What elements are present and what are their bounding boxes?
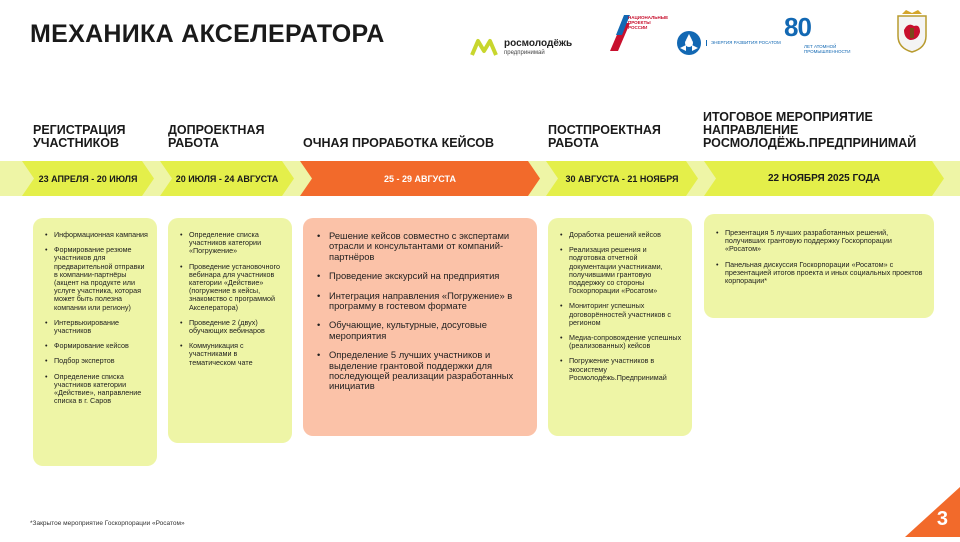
list-item: Формирование кейсов [45,342,149,351]
stage-3-box: Решение кейсов совместно с экспертами от… [303,218,537,436]
list-item: Презентация 5 лучших разработанных решен… [716,228,924,254]
list-item: Информационная кампания [45,230,149,239]
rosatom-energy-label: ЭНЕРГИЯ РАЗВИТИЯ РОСАТОМ [706,40,781,46]
stage-5-box: Презентация 5 лучших разработанных решен… [704,214,934,318]
rosatom-atom-icon [677,31,701,55]
anniversary-logo: 80 ЛЕТ АТОМНОЙ ПРОМЫШЛЕННОСТИ [784,12,851,64]
stage-4-box: Доработка решений кейсов Реализация реше… [548,218,692,436]
national-projects-flag-icon [610,15,630,51]
list-item: Проведение экскурсий на предприятия [317,270,523,282]
list-item: Интеграция направления «Погружение» в пр… [317,290,523,312]
stage-1-list: Информационная кампания Формирование рез… [33,218,157,405]
stage-2-box: Определение списка участников категории … [168,218,292,443]
list-item: Подбор экспертов [45,357,149,366]
page-number: 3 [936,508,948,530]
stage-4-header: ПОСТПРОЕКТНАЯ РАБОТА [548,123,661,150]
national-projects-logo: НАЦИОНАЛЬНЫЕ ПРОЕКТЫ РОССИИ [610,15,669,51]
list-item: Панельная дискуссия Госкорпорации «Росат… [716,260,924,286]
list-item: Погружение участников в экосистему Росмо… [560,357,684,382]
anniversary-caption: ЛЕТ АТОМНОЙ ПРОМЫШЛЕННОСТИ [804,44,851,54]
stage-2-header: ДОПРОЕКТНАЯ РАБОТА [168,123,265,150]
list-item: Проведение установочного вебинара для уч… [180,262,284,312]
stage-1-box: Информационная кампания Формирование рез… [33,218,157,466]
stage-3-header: ОЧНАЯ ПРОРАБОТКА КЕЙСОВ [303,136,495,150]
list-item: Реализация решения и подготовка отчетной… [560,246,684,295]
footnote: *Закрытое мероприятие Госкорпорации «Рос… [30,520,185,527]
stage-5-header: ИТОГОВОЕ МЕРОПРИЯТИЕ НАПРАВЛЕНИЕ РОСМОЛО… [703,110,917,150]
stage-4-list: Доработка решений кейсов Реализация реше… [548,218,692,382]
stage-3-dates: 25 - 29 АВГУСТА [300,161,540,196]
rosatom-energy-logo: ЭНЕРГИЯ РАЗВИТИЯ РОСАТОМ [677,18,781,68]
list-item: Определение 5 лучших участников и выделе… [317,350,523,392]
list-item: Коммуникация с участниками в тематическо… [180,342,284,367]
list-item: Доработка решений кейсов [560,230,684,239]
rosmolodezh-name: росмолодёжь [504,37,573,49]
anniversary-number: 80 [784,12,812,42]
list-item: Определение списка участников категории … [45,372,149,406]
rosmolodezh-logo: росмолодёжь предпринимай [470,22,572,72]
page-number-badge: 3 [905,487,960,537]
rosmolodezh-sub: предпринимай [504,49,545,56]
stage-2-list: Определение списка участников категории … [168,218,292,367]
rosmolodezh-mark-icon [470,37,498,57]
stage-4-dates: 30 АВГУСТА - 21 НОЯБРЯ [546,161,698,196]
partner-logos: росмолодёжь предпринимай НАЦИОНАЛЬНЫЕ ПР… [470,10,950,60]
list-item: Решение кейсов совместно с экспертами от… [317,230,523,262]
list-item: Проведение 2 (двух) обучающих вебинаров [180,318,284,335]
stage-5-dates: 22 НОЯБРЯ 2025 ГОДА [704,161,944,196]
coat-of-arms-icon [890,10,934,54]
list-item: Обучающие, культурные, досуговые меропри… [317,320,523,341]
stage-5-list: Презентация 5 лучших разработанных решен… [704,214,934,285]
list-item: Мониторинг успешных договорённостей учас… [560,302,684,327]
list-item: Формирование резюме участников для предв… [45,246,149,312]
stage-1-header: РЕГИСТРАЦИЯ УЧАСТНИКОВ [33,123,126,150]
stage-1-dates: 23 АПРЕЛЯ - 20 ИЮЛЯ [22,161,154,196]
national-projects-label: НАЦИОНАЛЬНЫЕ ПРОЕКТЫ РОССИИ [628,15,669,30]
page-title: МЕХАНИКА АКСЕЛЕРАТОРА [30,20,385,48]
list-item: Определение списка участников категории … [180,230,284,256]
stage-3-list: Решение кейсов совместно с экспертами от… [303,218,537,392]
list-item: Интервьюирование участников [45,318,149,335]
stage-2-dates: 20 ИЮЛЯ - 24 АВГУСТА [160,161,294,196]
list-item: Медиа-сопровождение успешных (реализован… [560,333,684,350]
